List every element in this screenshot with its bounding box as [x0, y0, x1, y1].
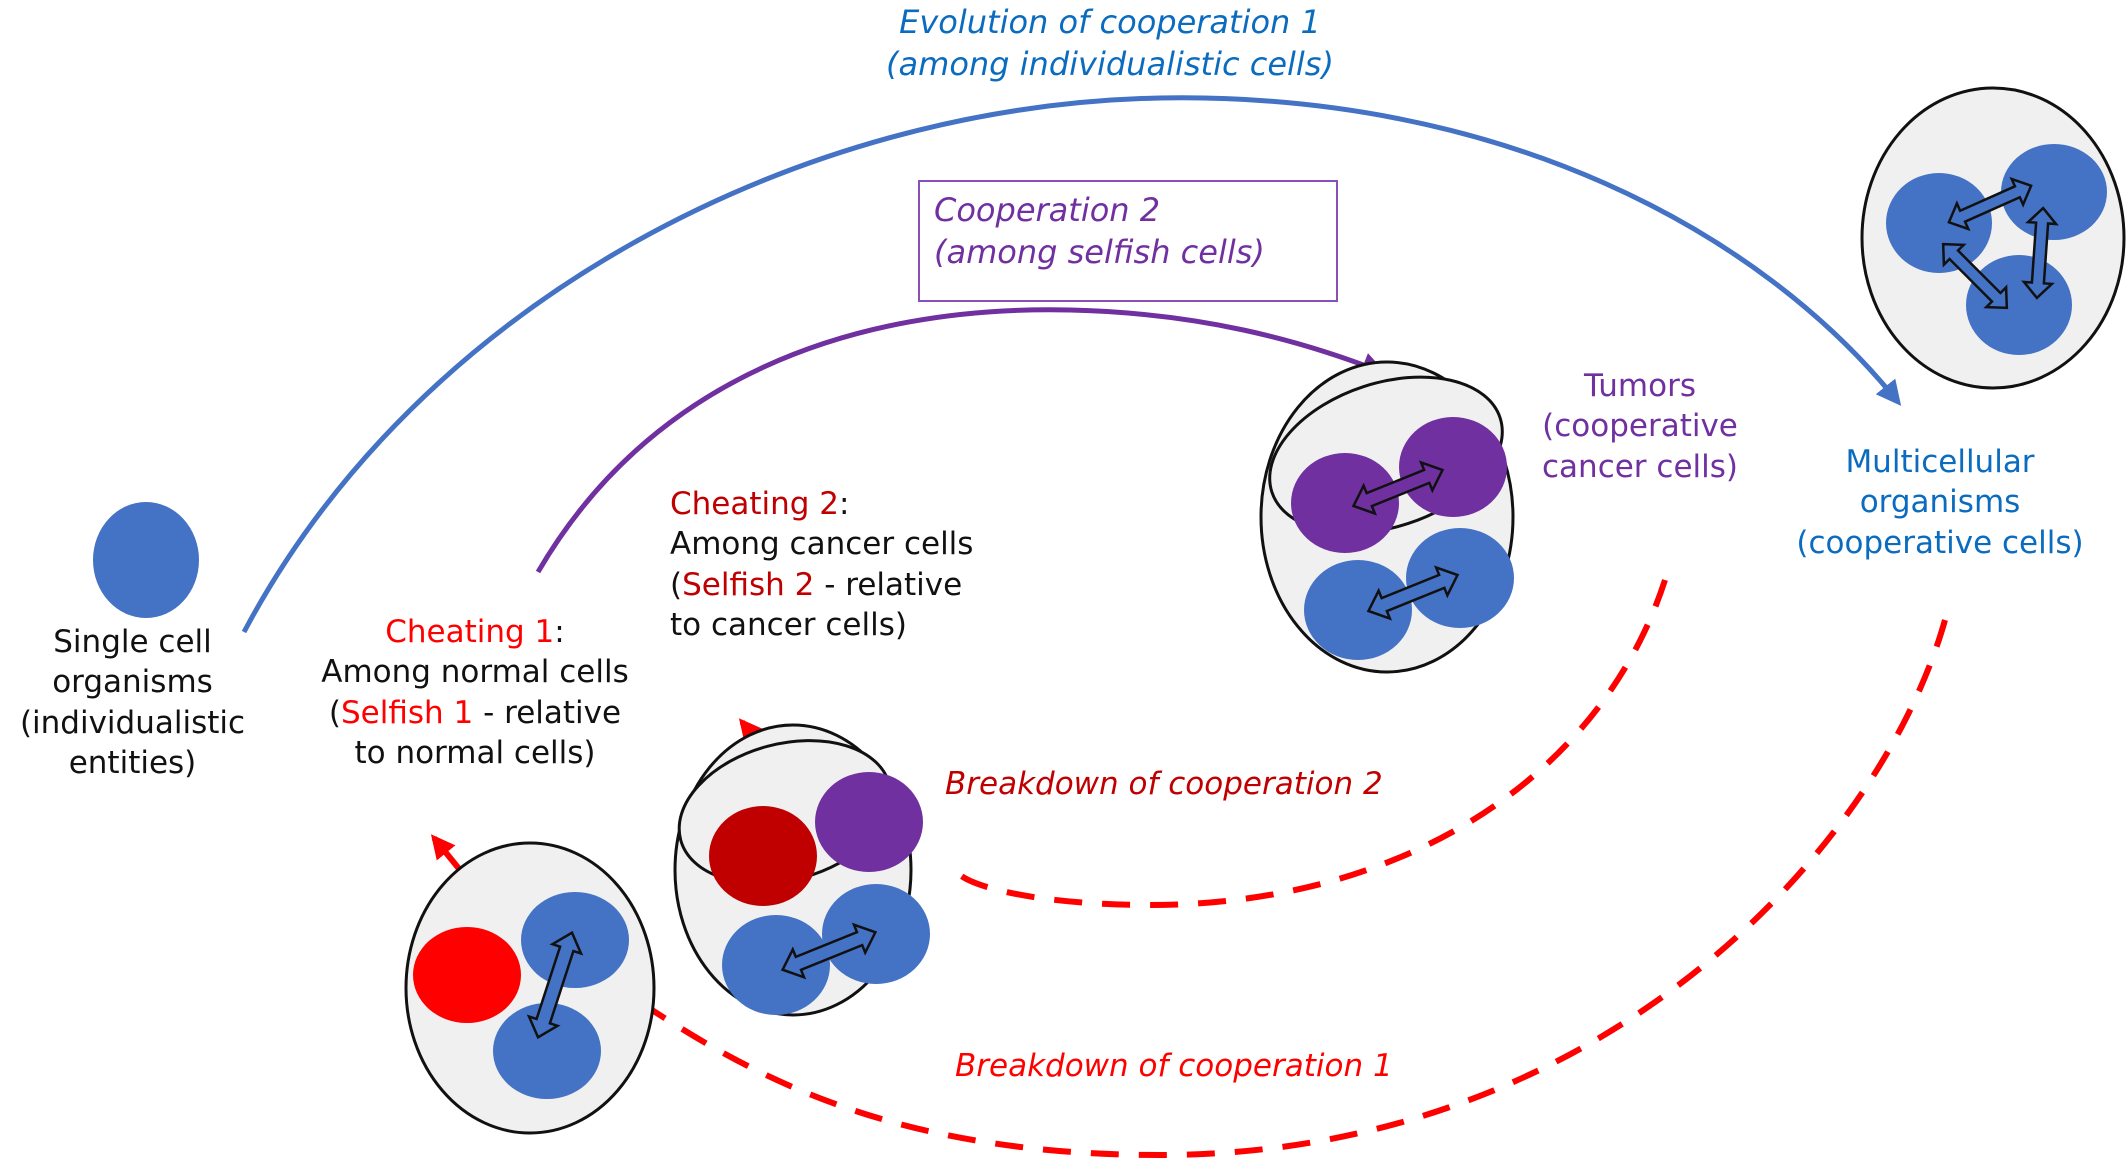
label-line: Among normal cells — [321, 654, 629, 691]
label-line: Single cell — [53, 624, 212, 660]
double-arrow-icon — [1366, 565, 1460, 621]
multicellular-cluster — [1860, 86, 2126, 390]
cooperation-2-arrow — [535, 307, 1387, 574]
label-line: (individualistic — [19, 704, 246, 741]
label-line: (cooperative cells) — [1796, 524, 2084, 561]
cooperation-2-label: Cooperation 2 (among selfish cells) — [934, 190, 1265, 273]
label-line: (Selfish 2 - relative — [670, 565, 973, 605]
breakdown-cooperation-2-label: Breakdown of cooperation 2 — [945, 766, 1383, 802]
cheating-1-label: Cheating 1: Among normal cells (Selfish … — [295, 612, 655, 773]
double-arrow-icon — [2021, 206, 2059, 300]
single-cell-organisms-label: Single cell organisms (individualistic e… — [0, 622, 265, 783]
evolution-cooperation-1-arrow — [241, 95, 1902, 634]
cheating-2-title: Cheating 2 — [670, 486, 840, 522]
label-line: (Selfish 1 - relative — [295, 693, 655, 733]
label-line: organisms — [52, 664, 213, 701]
label-line: Cheating 2: — [670, 484, 973, 524]
label-line: Multicellular — [1845, 444, 2035, 480]
label-line: Cheating 1: — [295, 612, 655, 652]
label-line: Tumors — [1584, 368, 1696, 404]
double-arrow-icon — [1947, 176, 2033, 232]
cooperation-2-box — [918, 180, 1338, 302]
label-line: Among cancer cells — [670, 526, 974, 563]
label-line: (among individualistic cells) — [886, 44, 1334, 83]
breakdown-cooperation-1-label: Breakdown of cooperation 1 — [955, 1048, 1393, 1084]
label-line: Cooperation 2 — [934, 191, 1161, 229]
label-line: organisms — [1859, 484, 2021, 521]
selfish-1-term: Selfish 1 — [341, 694, 474, 731]
label-line: Evolution of cooperation 1 — [899, 3, 1321, 41]
label-line: to normal cells) — [354, 734, 596, 771]
selfish2-dark-red-cell — [709, 806, 817, 906]
colon: : — [554, 614, 565, 650]
tumor-cluster — [1259, 360, 1515, 674]
multicellular-label: Multicellular organisms (cooperative cel… — [1770, 442, 2110, 563]
double-arrow-icon — [1941, 242, 2009, 310]
double-arrow-icon — [1351, 460, 1445, 516]
tumors-label: Tumors (cooperative cancer cells) — [1520, 366, 1760, 487]
breakdown-cooperation-2-arrow — [958, 579, 1668, 909]
breakdown-cooperation-1-arrow — [650, 619, 1948, 1159]
single-cell-blue — [93, 502, 199, 618]
selfish-2-term: Selfish 2 — [682, 566, 815, 603]
label-line: entities) — [68, 744, 197, 781]
cheating-2-label: Cheating 2: Among cancer cells (Selfish … — [670, 484, 973, 645]
label-line: to cancer cells) — [670, 606, 907, 643]
double-arrow-icon — [526, 930, 584, 1040]
label-rest: - relative — [473, 694, 622, 731]
paren: ( — [670, 566, 683, 603]
paren: ( — [328, 694, 341, 731]
selfish-red-cell — [413, 927, 521, 1023]
label-line: (cooperative — [1542, 408, 1738, 445]
breakdown-cooperation-1-arrowhead-tail — [430, 834, 463, 872]
double-arrow-icon — [780, 922, 878, 980]
evolution-cooperation-1-label: Evolution of cooperation 1 (among indivi… — [850, 2, 1370, 85]
cheating2-cluster — [673, 723, 930, 1017]
cheating-1-title: Cheating 1 — [385, 614, 555, 650]
label-line: cancer cells) — [1542, 448, 1738, 485]
label-rest: - relative — [814, 566, 963, 603]
colon: : — [839, 486, 850, 522]
label-line: (among selfish cells) — [934, 232, 1265, 271]
cheating1-cluster — [404, 841, 656, 1135]
